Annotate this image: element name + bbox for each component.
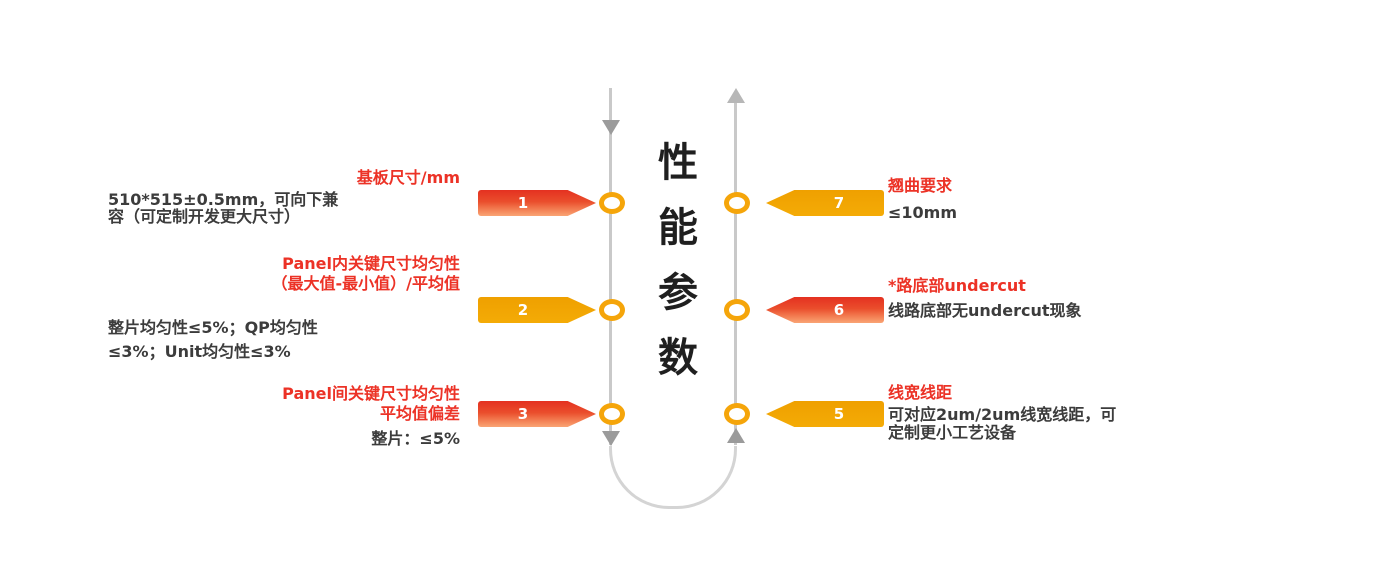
badge-number: 6	[833, 301, 845, 319]
item-7-title-line: 翘曲要求	[888, 176, 953, 195]
item-6-body-line: 线路底部无undercut现象	[888, 301, 1082, 320]
item-6-title: *路底部undercut	[888, 276, 1188, 295]
item-6-text-block: *路底部undercut 线路底部无undercut现象	[888, 276, 1188, 320]
center-title-char: 数	[658, 335, 698, 381]
item-1-title: 基板尺寸/mm	[108, 168, 460, 187]
item-2-text-block: Panel内关键尺寸均匀性 （最大值-最小值）/平均值 整片均匀性≤5%；QP均…	[108, 254, 460, 364]
item-5-body: 可对应2um/2um线宽线距，可 定制更小工艺设备	[888, 406, 1188, 442]
badge-1: 1	[478, 190, 596, 216]
timeline-node-ring	[599, 403, 625, 425]
down-arrow-icon	[602, 431, 620, 446]
badge-2: 2	[478, 297, 596, 323]
item-1-text-block: 基板尺寸/mm 510*515±0.5mm，可向下兼 容（可定制开发更大尺寸）	[108, 168, 460, 225]
badge-number: 5	[833, 405, 845, 423]
item-3-text-block: Panel间关键尺寸均匀性 平均值偏差 整片：≤5%	[108, 384, 460, 448]
center-title: 性 能 参 数	[648, 143, 708, 378]
center-title-char: 参	[658, 270, 698, 316]
item-3-body: 整片：≤5%	[108, 429, 460, 448]
item-3-title: Panel间关键尺寸均匀性 平均值偏差	[108, 384, 460, 424]
up-arrow-icon	[727, 88, 745, 103]
timeline-node-ring	[599, 192, 625, 214]
item-2-body: 整片均匀性≤5%；QP均匀性 ≤3%；Unit均匀性≤3%	[108, 316, 460, 364]
item-1-body-line: 容（可定制开发更大尺寸）	[108, 207, 301, 226]
item-1-body: 510*515±0.5mm，可向下兼 容（可定制开发更大尺寸）	[108, 191, 460, 225]
center-title-char: 性	[658, 140, 698, 186]
item-3-title-line: Panel间关键尺寸均匀性	[282, 384, 460, 403]
item-2-title-line: Panel内关键尺寸均匀性	[282, 254, 460, 273]
item-5-text-block: 线宽线距 可对应2um/2um线宽线距，可 定制更小工艺设备	[888, 383, 1188, 442]
badge-5: 5	[766, 401, 884, 427]
left-timeline-line	[609, 88, 612, 445]
item-3-body-line: 整片：≤5%	[371, 429, 460, 448]
item-7-text-block: 翘曲要求 ≤10mm	[888, 176, 1188, 222]
item-2-title-line: （最大值-最小值）/平均值	[271, 274, 461, 293]
center-title-char: 能	[658, 205, 698, 251]
badge-number: 3	[517, 405, 529, 423]
timeline-node-ring	[724, 299, 750, 321]
timeline-node-ring	[724, 192, 750, 214]
item-2-title: Panel内关键尺寸均匀性 （最大值-最小值）/平均值	[108, 254, 461, 294]
item-1-title-line: 基板尺寸/mm	[356, 168, 460, 187]
item-5-body-line: 可对应2um/2um线宽线距，可	[888, 405, 1117, 424]
badge-6: 6	[766, 297, 884, 323]
badge-number: 7	[833, 194, 845, 212]
item-7-body: ≤10mm	[888, 203, 1188, 222]
timeline-node-ring	[599, 299, 625, 321]
badge-number: 2	[517, 301, 529, 319]
badge-7: 7	[766, 190, 884, 216]
item-6-title-line: *路底部undercut	[888, 276, 1026, 295]
item-7-body-line: ≤10mm	[888, 203, 958, 222]
right-timeline-line	[734, 100, 737, 445]
item-5-body-line: 定制更小工艺设备	[888, 423, 1017, 442]
item-1-body-line: 510*515±0.5mm，可向下兼	[108, 190, 339, 209]
up-arrow-icon	[727, 428, 745, 443]
item-6-body: 线路底部无undercut现象	[888, 301, 1188, 320]
item-2-body-line: 整片均匀性≤5%；QP均匀性	[108, 318, 318, 337]
down-arrow-icon	[602, 120, 620, 135]
item-5-title: 线宽线距	[888, 383, 1188, 402]
badge-number: 1	[517, 194, 529, 212]
item-3-title-line: 平均值偏差	[379, 404, 460, 423]
badge-3: 3	[478, 401, 596, 427]
bottom-connector-curve	[609, 446, 737, 509]
timeline-node-ring	[724, 403, 750, 425]
item-2-body-line: ≤3%；Unit均匀性≤3%	[108, 342, 291, 361]
item-7-title: 翘曲要求	[888, 176, 1188, 195]
item-5-title-line: 线宽线距	[888, 383, 953, 402]
